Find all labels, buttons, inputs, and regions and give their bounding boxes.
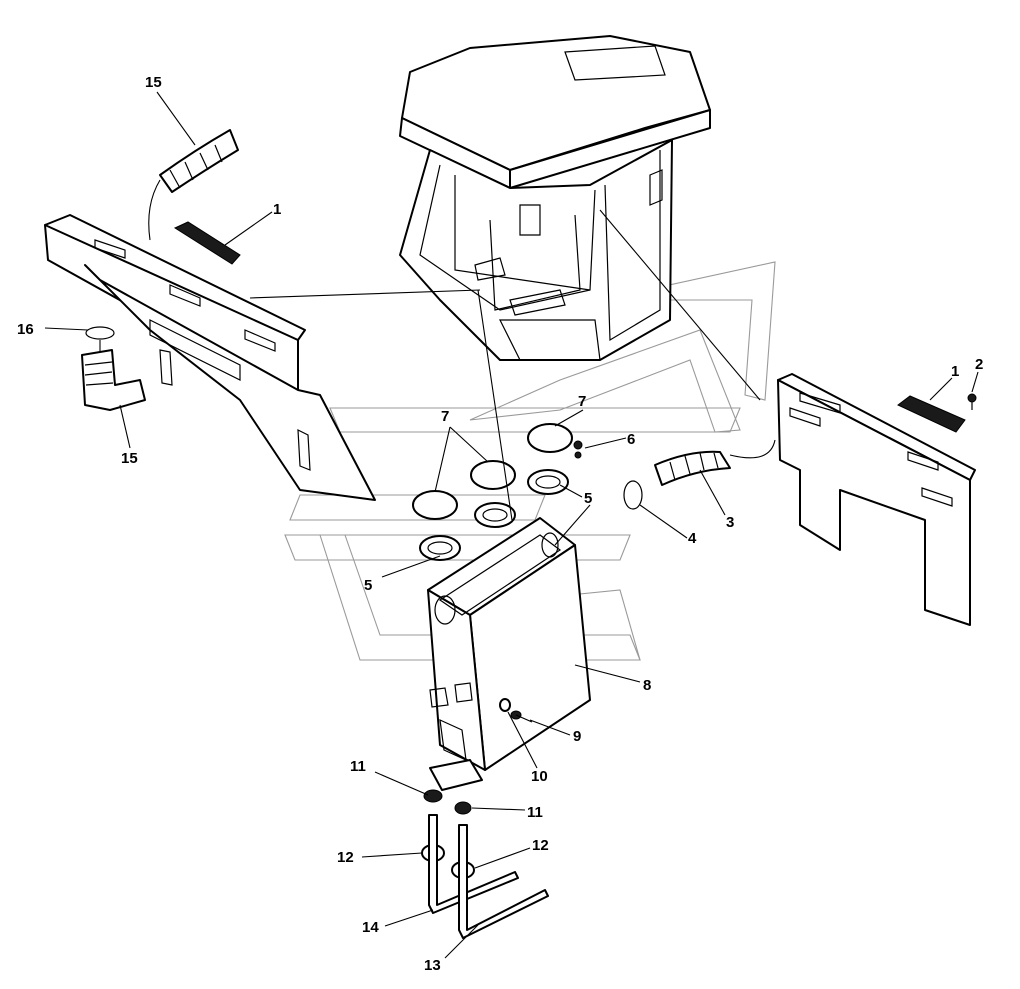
clamp-part-4 (623, 480, 643, 510)
grommet-5-c (527, 469, 569, 495)
leader-lines (44, 91, 979, 959)
left-side-panel (44, 214, 376, 501)
callout-labels: 15 1 16 15 1 2 7 7 6 5 3 4 5 8 9 10 11 1… (17, 74, 983, 974)
right-side-panel (777, 373, 976, 626)
clamp-part-16 (85, 326, 115, 340)
screw-part-2 (967, 393, 977, 410)
cap-7-a (412, 490, 458, 520)
nut-11-left (423, 789, 443, 803)
pipe-part-14 (428, 814, 519, 914)
callout-14: 14 (362, 919, 379, 936)
screw-part-6 (573, 440, 583, 459)
vent-grille-left (173, 221, 241, 265)
callout-1-right: 1 (951, 363, 959, 380)
flex-hose-part-3 (654, 450, 731, 486)
callout-10: 10 (531, 768, 548, 785)
callout-9: 9 (573, 728, 581, 745)
callout-1-left: 1 (273, 201, 281, 218)
cap-7-b (470, 460, 516, 490)
heater-unit (427, 517, 591, 791)
callout-2: 2 (975, 356, 983, 373)
washer-part-10 (499, 698, 511, 712)
callout-5-left: 5 (364, 577, 372, 594)
callout-5-right: 5 (584, 490, 592, 507)
flex-hose-left-elbow (81, 349, 146, 411)
grommet-5-b (474, 502, 516, 528)
callout-6: 6 (627, 431, 635, 448)
callout-7-left: 7 (441, 408, 449, 425)
callout-7-right: 7 (578, 393, 586, 410)
callout-13: 13 (424, 957, 441, 974)
cab-assembly (399, 35, 711, 361)
callout-16: 16 (17, 321, 34, 338)
flex-hose-top-left (159, 129, 239, 193)
callout-8: 8 (643, 677, 651, 694)
vent-grille-right (897, 395, 966, 433)
callout-15-top: 15 (145, 74, 162, 91)
callout-12-left: 12 (337, 849, 354, 866)
callout-4: 4 (688, 530, 697, 547)
bolt-part-9 (510, 710, 533, 723)
callout-11-left: 11 (350, 758, 366, 775)
callout-11-right: 11 (527, 804, 543, 821)
grommet-5-a (419, 535, 461, 561)
callout-3: 3 (726, 514, 734, 531)
callout-12-right: 12 (532, 837, 549, 854)
nut-11-right (454, 801, 472, 815)
pipe-part-13 (458, 824, 549, 939)
callout-15-bottom: 15 (121, 450, 138, 467)
cap-7-c (527, 423, 573, 453)
